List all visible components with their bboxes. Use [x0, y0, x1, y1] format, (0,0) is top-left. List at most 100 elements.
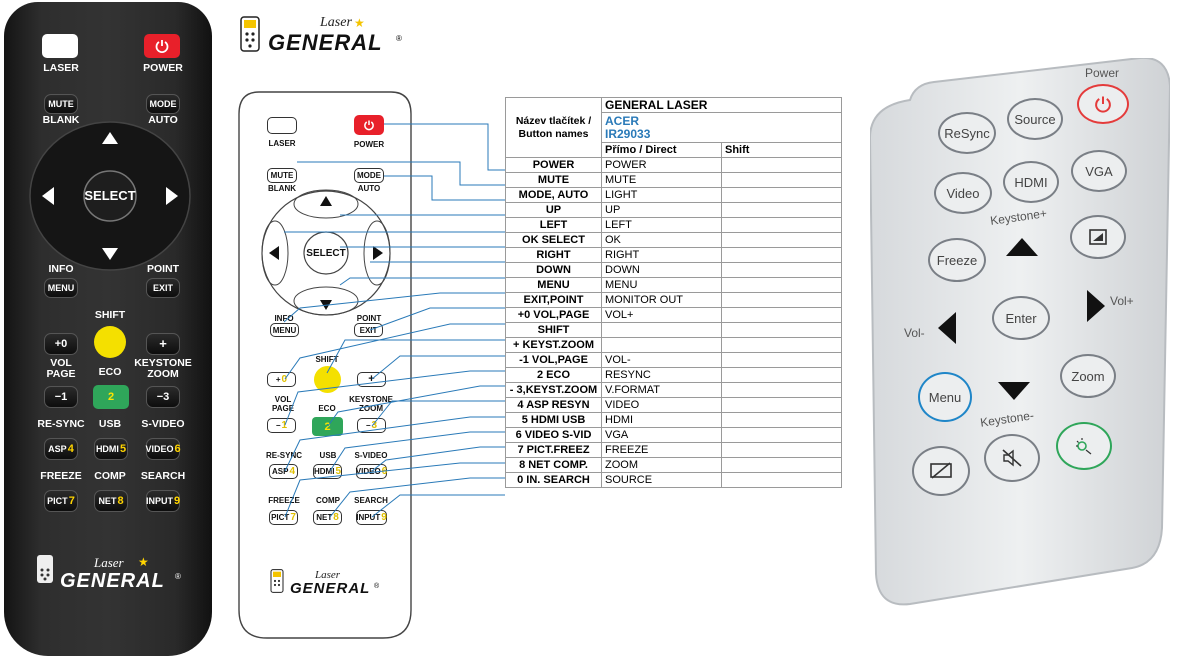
shift-cell: [721, 217, 842, 233]
direct-cell: LIGHT: [601, 187, 722, 203]
laser-button[interactable]: [42, 34, 78, 58]
diagram-minus1-num: 1: [281, 420, 288, 431]
white-vol-minus-icon[interactable]: [936, 310, 958, 346]
select-button[interactable]: SELECT: [84, 188, 136, 203]
white-power-button[interactable]: [1077, 84, 1129, 124]
white-menu-button[interactable]: Menu: [918, 372, 972, 422]
power-button[interactable]: [144, 34, 180, 58]
zoom-label: ZOOM: [147, 368, 179, 380]
minus1-button[interactable]: −1: [44, 386, 78, 408]
direct-cell: MENU: [601, 277, 722, 293]
white-resync-button[interactable]: ReSync: [938, 112, 996, 154]
white-enter-button[interactable]: Enter: [992, 296, 1050, 340]
top-logo-registered-icon: ®: [396, 34, 402, 43]
diagram-eco-button: 2: [312, 417, 343, 436]
top-logo-star-icon: ★: [354, 16, 365, 30]
white-vol-plus-icon[interactable]: [1085, 288, 1107, 324]
diagram-input-text: INPUT: [356, 513, 381, 522]
down-arrow-icon: [102, 248, 118, 260]
diagram-point-label: POINT: [356, 314, 382, 323]
white-video-button[interactable]: Video: [934, 172, 992, 214]
eco-button[interactable]: 2: [93, 385, 129, 409]
shift-cell: [721, 232, 842, 248]
mute-button[interactable]: MUTE: [44, 94, 78, 114]
hdmi-text: HDMI: [95, 444, 119, 454]
white-aspect-button[interactable]: [1070, 215, 1126, 259]
white-keystone-down-icon[interactable]: [996, 380, 1032, 402]
plus0-button[interactable]: +0: [44, 333, 78, 355]
white-zoom-button[interactable]: Zoom: [1060, 354, 1116, 398]
direct-cell: ZOOM: [601, 457, 722, 473]
white-power-label: Power: [1085, 66, 1120, 80]
shift-cell: [721, 382, 842, 398]
shift-cell: [721, 157, 842, 173]
power-icon: [155, 40, 169, 53]
mode-button[interactable]: MODE: [146, 94, 180, 114]
video-text: VIDEO: [145, 444, 174, 454]
shift-cell: [721, 472, 842, 488]
shift-cell: [721, 367, 842, 383]
plus-button[interactable]: +: [146, 333, 180, 355]
header-brand: GENERAL LASER: [601, 97, 842, 113]
diagram-resync-label: RE-SYNC: [265, 451, 303, 460]
button-name-cell: 0 IN. SEARCH: [505, 472, 602, 488]
direct-cell: RIGHT: [601, 247, 722, 263]
white-freeze-button[interactable]: Freeze: [928, 238, 986, 282]
white-source-button[interactable]: Source: [1007, 98, 1063, 140]
direct-cell: FREEZE: [601, 442, 722, 458]
diagram-logo-remote-icon: [270, 569, 284, 593]
shift-cell: [721, 262, 842, 278]
diagram-remote-outline: [238, 91, 412, 639]
direct-cell: [601, 337, 722, 353]
shift-button[interactable]: [94, 326, 126, 358]
header-shift: Shift: [721, 142, 842, 158]
left-arrow-icon: [42, 187, 54, 205]
white-power-icon: [1095, 96, 1111, 113]
diagram-hdmi-text: HDMI: [314, 467, 335, 476]
white-mute-button[interactable]: [984, 434, 1040, 482]
white-hdmi-button[interactable]: HDMI: [1003, 161, 1059, 203]
right-arrow-icon: [166, 187, 178, 205]
shift-cell: [721, 322, 842, 338]
diagram-vol-label: VOL: [274, 395, 292, 404]
diagram-power-icon: [364, 120, 374, 131]
minus3-button[interactable]: −3: [146, 386, 180, 408]
diagram-net-text: NET: [316, 513, 333, 522]
white-vga-button[interactable]: VGA: [1071, 150, 1127, 192]
diagram-laser-label: LASER: [268, 139, 296, 148]
eco-lamp-icon: [1076, 438, 1092, 455]
white-screen-off-button[interactable]: [912, 446, 970, 496]
vol-label: VOL: [50, 357, 72, 369]
button-name-cell: - 3,KEYST.ZOOM: [505, 382, 602, 398]
diagram-eco-label: ECO: [318, 404, 336, 413]
white-keystone-up-icon[interactable]: [1004, 236, 1040, 258]
menu-button[interactable]: MENU: [44, 278, 78, 298]
diagram-exit-button: EXIT: [354, 323, 383, 337]
shift-cell: [721, 337, 842, 353]
diagram-shift-label: SHIFT: [315, 355, 339, 364]
exit-button[interactable]: EXIT: [146, 278, 180, 298]
diagram-mute-button: MUTE: [267, 168, 297, 183]
black-remote: LASER POWER MUTE BLANK MODE AUTO SELECT …: [4, 2, 212, 656]
freeze-label: FREEZE: [40, 470, 82, 482]
white-eco-button[interactable]: [1056, 422, 1112, 470]
input-number: 9: [173, 495, 181, 507]
diagram-auto-label: AUTO: [357, 184, 381, 193]
table-header-row-1: Název tlačítek / Button names GENERAL LA…: [505, 97, 842, 158]
dpad: [29, 121, 191, 271]
